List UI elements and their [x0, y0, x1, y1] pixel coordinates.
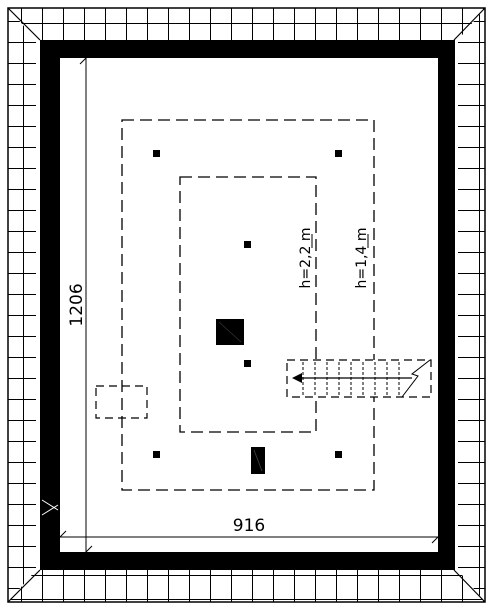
dimension-height-label: 1206	[67, 283, 87, 326]
vent-detail	[253, 449, 263, 472]
chimney-detail	[218, 321, 242, 343]
post	[244, 241, 251, 248]
stair-arrow-icon	[292, 373, 302, 383]
height-limit-outer	[121, 119, 375, 491]
post	[335, 150, 342, 157]
roof-window-left	[95, 385, 148, 419]
height-inner-label: h=2,2 m	[298, 228, 314, 289]
posts	[153, 150, 342, 458]
dimension-width-label: 916	[233, 516, 265, 536]
dimension-width	[53, 530, 445, 544]
roof-eave-bottom	[8, 570, 485, 602]
roof-eave-left	[8, 8, 36, 602]
roof-eaves	[7, 7, 486, 603]
post	[335, 451, 342, 458]
roof-eave-right	[458, 8, 485, 602]
dimension-height	[79, 51, 93, 559]
height-limit-inner	[179, 176, 317, 433]
stair-opening	[286, 359, 432, 398]
wall-detail	[41, 499, 59, 516]
post	[244, 360, 251, 367]
roof-eave-top	[8, 8, 485, 40]
stair-break-line	[401, 359, 431, 398]
post	[153, 451, 160, 458]
height-outer-label: h=1,4 m	[354, 228, 370, 289]
post	[153, 150, 160, 157]
